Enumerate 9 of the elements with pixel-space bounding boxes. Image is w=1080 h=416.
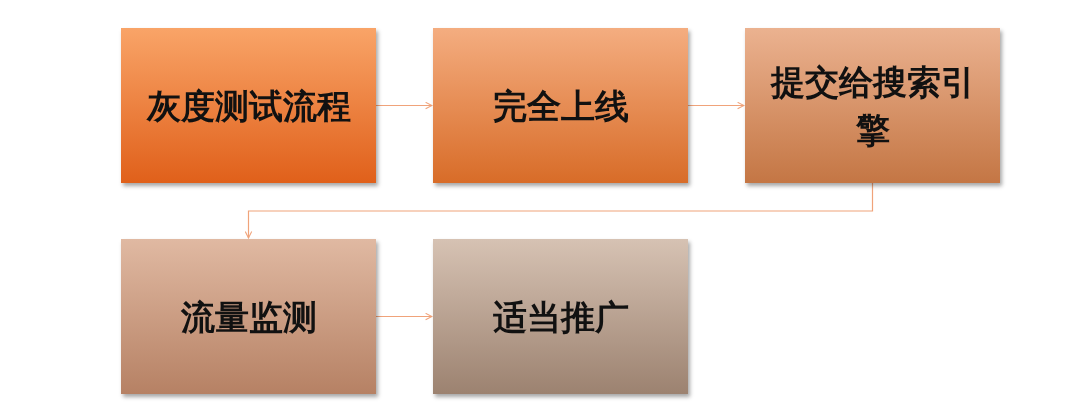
process-box: 提交给搜索引擎 [745,28,1000,183]
arrow [687,101,745,110]
arrow [244,182,874,239]
process-box: 灰度测试流程 [121,28,376,183]
process-box: 流量监测 [121,239,376,394]
arrow [375,312,433,321]
process-box: 适当推广 [433,239,688,394]
process-box: 完全上线 [433,28,688,183]
arrow [375,101,433,110]
